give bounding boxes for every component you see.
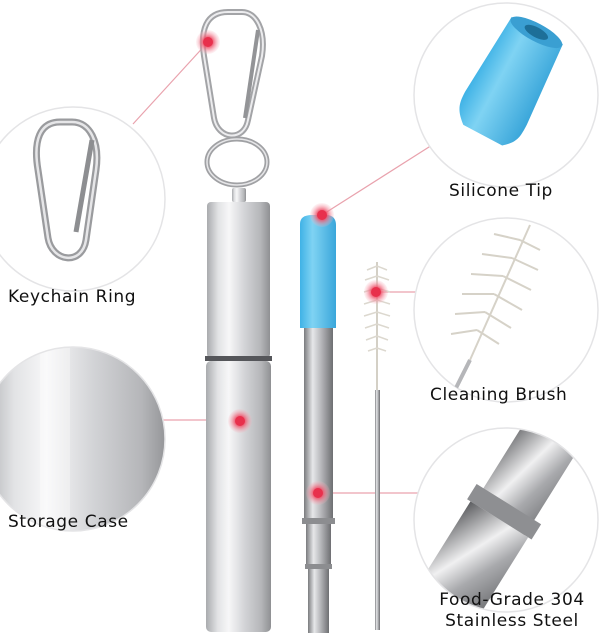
label-food-grade-line2: Stainless Steel	[445, 611, 579, 631]
zoom-circle-brush	[413, 217, 599, 403]
zoom-circle-steel	[413, 427, 599, 613]
label-storage-case: Storage Case	[8, 512, 129, 532]
zoom-circle-silicone	[413, 2, 599, 188]
zoom-circle-keychain	[0, 106, 166, 292]
key-ring-icon	[204, 136, 270, 188]
main-storage-case	[205, 188, 272, 632]
label-food-grade-line1: Food-Grade 304	[439, 590, 585, 610]
zoom-circle-storage	[0, 346, 166, 532]
main-carabiner	[199, 9, 266, 139]
carabiner-icon	[32, 118, 101, 262]
main-straw	[300, 215, 336, 633]
callout-lines	[132, 41, 441, 494]
label-silicone-tip: Silicone Tip	[449, 181, 553, 201]
label-food-grade: Food-Grade 304 Stainless Steel	[427, 590, 597, 632]
callout-dot-icon	[196, 30, 388, 505]
label-keychain-ring: Keychain Ring	[8, 287, 137, 307]
label-cleaning-brush: Cleaning Brush	[430, 385, 568, 405]
main-cleaning-brush	[363, 262, 391, 630]
